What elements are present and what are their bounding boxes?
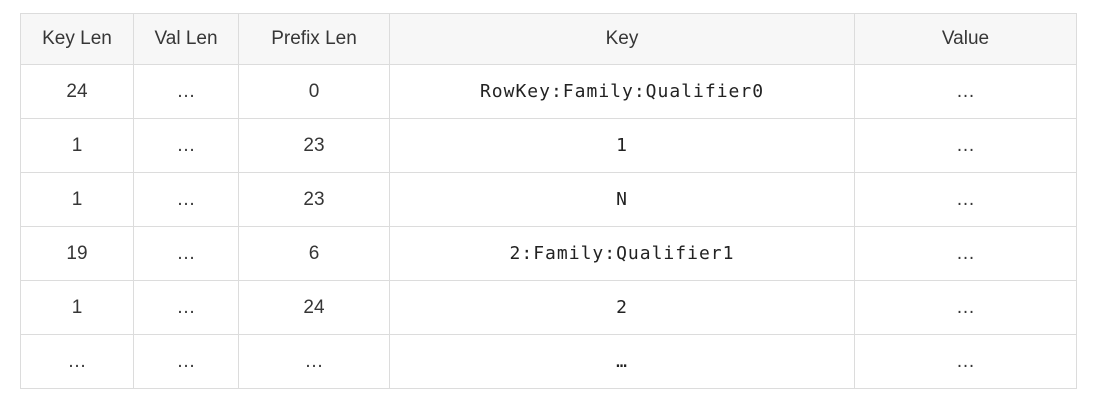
- cell-prefix-len: 24: [238, 280, 390, 335]
- table-row: 1 … 24 2 …: [20, 280, 1077, 335]
- cell-value: …: [854, 118, 1077, 173]
- cell-key-len: 1: [20, 172, 134, 227]
- cell-prefix-len: 23: [238, 118, 390, 173]
- cell-prefix-len: 0: [238, 64, 390, 119]
- cell-value: …: [854, 280, 1077, 335]
- table-row: 1 … 23 N …: [20, 172, 1077, 227]
- cell-key-len: 1: [20, 280, 134, 335]
- cell-key: 2:Family:Qualifier1: [389, 226, 855, 281]
- column-header-value: Value: [854, 13, 1077, 65]
- cell-key-len: …: [20, 334, 134, 389]
- cell-val-len: …: [133, 118, 239, 173]
- cell-value: …: [854, 226, 1077, 281]
- header-row: Key Len Val Len Prefix Len Key Value: [20, 13, 1077, 65]
- table-row: 1 … 23 1 …: [20, 118, 1077, 173]
- cell-key: 1: [389, 118, 855, 173]
- cell-val-len: …: [133, 64, 239, 119]
- table-row: 24 … 0 RowKey:Family:Qualifier0 …: [20, 64, 1077, 119]
- cell-key-len: 24: [20, 64, 134, 119]
- cell-prefix-len: 6: [238, 226, 390, 281]
- cell-key: N: [389, 172, 855, 227]
- table-row: 19 … 6 2:Family:Qualifier1 …: [20, 226, 1077, 281]
- column-header-key: Key: [389, 13, 855, 65]
- cell-prefix-len: …: [238, 334, 390, 389]
- cell-key: …: [389, 334, 855, 389]
- cell-val-len: …: [133, 172, 239, 227]
- column-header-key-len: Key Len: [20, 13, 134, 65]
- cell-key: 2: [389, 280, 855, 335]
- column-header-val-len: Val Len: [133, 13, 239, 65]
- cell-value: …: [854, 64, 1077, 119]
- cell-prefix-len: 23: [238, 172, 390, 227]
- column-header-prefix-len: Prefix Len: [238, 13, 390, 65]
- cell-val-len: …: [133, 226, 239, 281]
- cell-value: …: [854, 334, 1077, 389]
- table-row: … … … … …: [20, 334, 1077, 389]
- cell-key-len: 1: [20, 118, 134, 173]
- cell-val-len: …: [133, 280, 239, 335]
- cell-key: RowKey:Family:Qualifier0: [389, 64, 855, 119]
- cell-val-len: …: [133, 334, 239, 389]
- prefix-compression-table: Key Len Val Len Prefix Len Key Value 24 …: [20, 13, 1077, 389]
- cell-key-len: 19: [20, 226, 134, 281]
- cell-value: …: [854, 172, 1077, 227]
